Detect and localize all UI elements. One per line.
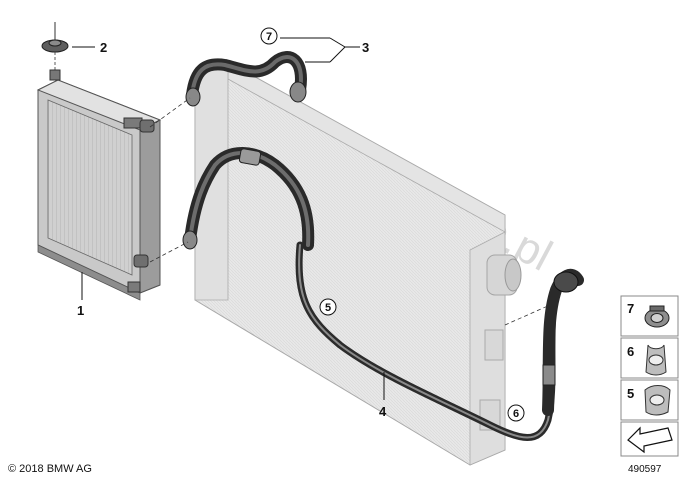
auxiliary-radiator[interactable]	[36, 79, 162, 301]
callout-part-2: 2	[100, 40, 107, 55]
legend-item-6[interactable]: 6	[620, 337, 679, 379]
callout-part-4: 4	[379, 404, 387, 419]
svg-text:5: 5	[627, 386, 634, 401]
legend-arrow	[620, 421, 679, 457]
rubber-mount[interactable]	[41, 22, 69, 81]
bracket-icon	[644, 385, 671, 416]
copyright-text: © 2018 BMW AG	[8, 463, 92, 475]
upper-coolant-hose[interactable]	[149, 51, 307, 128]
svg-text:7: 7	[627, 301, 634, 316]
circled-ref-6: 6	[513, 408, 519, 420]
svg-text:6: 6	[627, 344, 634, 359]
circled-ref-7: 7	[266, 31, 272, 43]
callout-part-3: 3	[362, 40, 369, 55]
arrow-icon	[627, 426, 673, 454]
legend-item-5[interactable]: 5	[620, 379, 679, 421]
hose-clamp-icon	[644, 305, 670, 328]
main-radiator[interactable]	[194, 61, 522, 466]
circled-ref-5: 5	[325, 302, 331, 314]
lower-coolant-hose[interactable]	[149, 147, 584, 441]
legend-item-7[interactable]: 7	[620, 295, 679, 337]
clip-icon	[645, 344, 667, 376]
callout-part-1: 1	[77, 303, 84, 318]
diagram-number: 490597	[628, 464, 662, 475]
